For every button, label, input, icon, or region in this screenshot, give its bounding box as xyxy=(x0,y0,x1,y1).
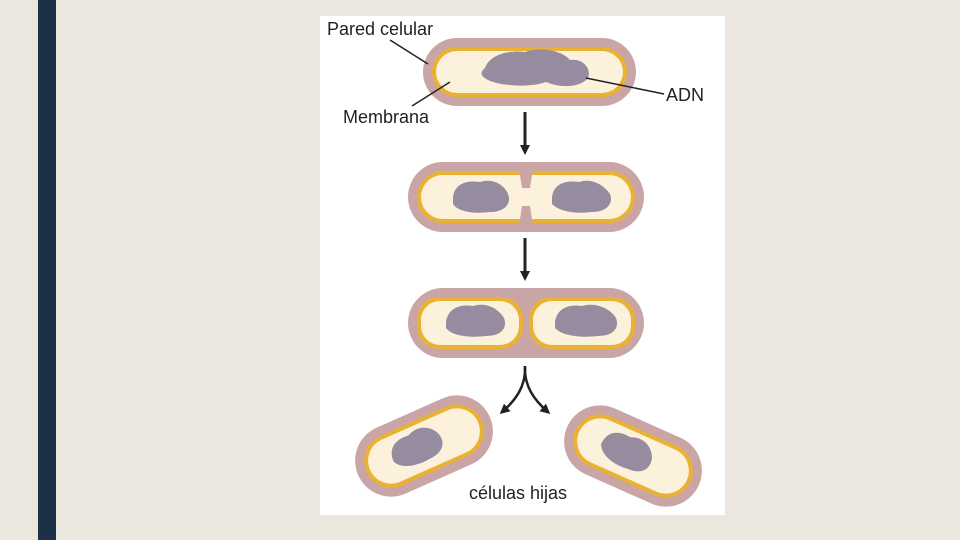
cell-stage-3 xyxy=(408,288,644,358)
cell-wall-label: Pared celular xyxy=(327,19,434,39)
arrow-split-left xyxy=(499,365,527,414)
dna-nucleoid xyxy=(391,427,443,467)
dna-leader-line xyxy=(585,77,665,95)
membrane-label: Membrana xyxy=(343,107,430,127)
binary-fission-diagram: Pared celular Membrana ADN células hijas xyxy=(320,16,725,515)
septum-upper xyxy=(518,162,534,188)
daughter-cell-right xyxy=(564,405,702,507)
dna-nucleoid-right xyxy=(555,304,618,337)
slide-accent-bar xyxy=(38,0,56,540)
dna-label: ADN xyxy=(666,85,705,105)
septum-lower xyxy=(518,206,534,232)
dna-nucleoid-right xyxy=(552,180,612,213)
dna-nucleoid xyxy=(481,49,589,87)
arrow-split-right xyxy=(523,365,551,414)
cell-stage-2 xyxy=(408,162,644,232)
daughter-cell-left xyxy=(355,395,493,497)
cell-wall-leader-line xyxy=(389,39,429,65)
dna-nucleoid xyxy=(601,432,652,472)
dna-nucleoid-left xyxy=(446,304,506,337)
diagram-canvas xyxy=(355,38,702,507)
dna-nucleoid-left xyxy=(453,180,510,213)
cell-stage-1 xyxy=(423,38,636,106)
daughter-cells-label: células hijas xyxy=(469,483,568,503)
membrane-leader-line xyxy=(411,81,451,107)
